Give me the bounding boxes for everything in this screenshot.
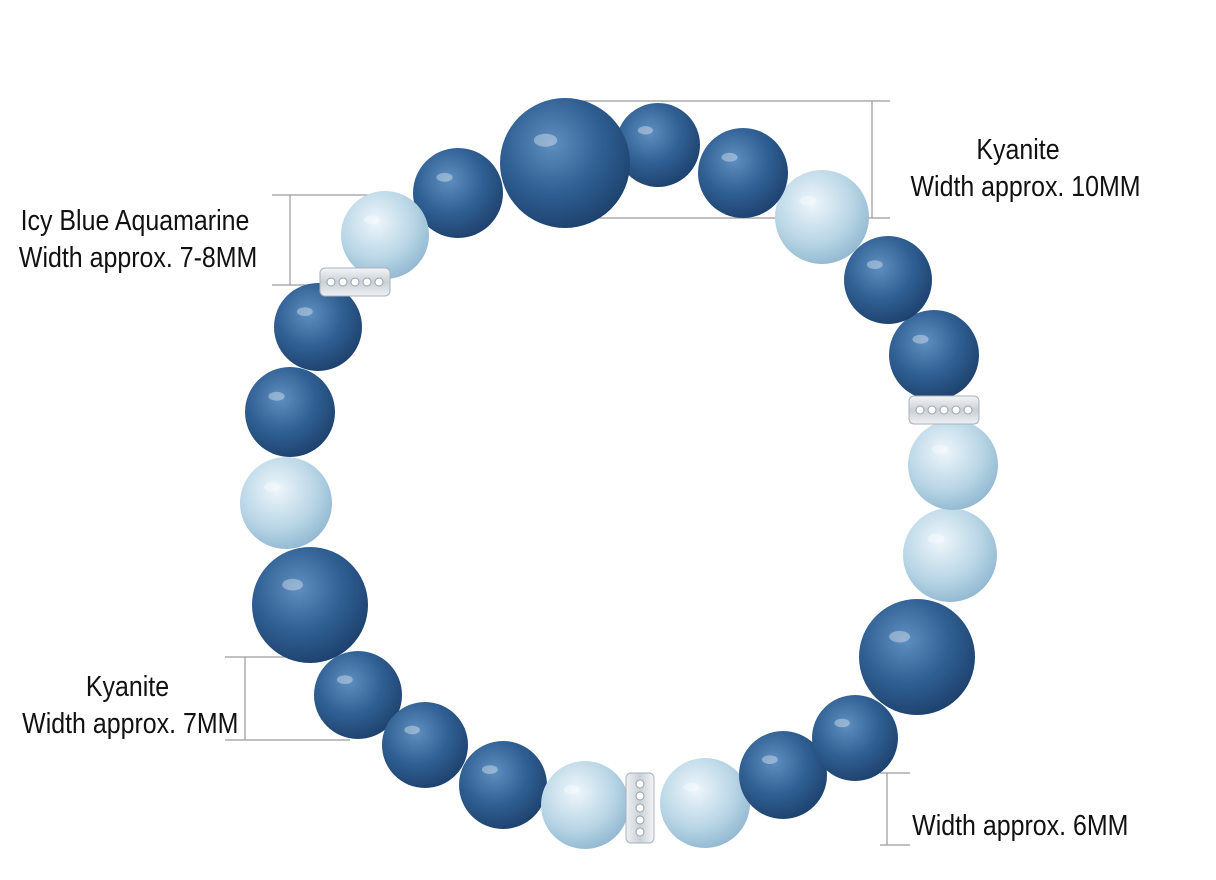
- kyanite-bead: [698, 128, 788, 218]
- bead-highlight: [481, 765, 498, 774]
- bead-highlight: [263, 482, 281, 492]
- rhinestone: [350, 277, 360, 287]
- bead-highlight: [931, 444, 948, 454]
- kyanite-bead: [245, 367, 335, 457]
- bead-highlight: [912, 334, 929, 344]
- kyanite-bead: [252, 547, 368, 663]
- kyanite-bead: [459, 741, 547, 829]
- aquamarine-bead: [908, 420, 998, 510]
- rhinestone-spacer: [319, 267, 391, 297]
- rhinestone: [927, 405, 937, 415]
- rhinestone: [915, 405, 925, 415]
- bead-highlight: [927, 533, 945, 544]
- label-name: Icy Blue Aquamarine: [20, 205, 250, 237]
- bead-highlight: [533, 133, 558, 147]
- rhinestone: [635, 815, 645, 825]
- label-size: Width approx. 10MM: [910, 171, 1141, 203]
- kyanite-bead: [812, 695, 898, 781]
- label-size: Width approx. 7-8MM: [18, 242, 258, 274]
- bead-highlight: [563, 785, 580, 794]
- kyanite-bead: [500, 98, 630, 228]
- aquamarine-bead: [903, 508, 997, 602]
- bead-highlight: [436, 172, 453, 182]
- aquamarine-bead: [775, 170, 869, 264]
- rhinestone: [374, 277, 384, 287]
- aquamarine-bead: [541, 761, 629, 849]
- kyanite-bead: [739, 731, 827, 819]
- rhinestone: [326, 277, 336, 287]
- rhinestone: [635, 791, 645, 801]
- rhinestone: [635, 827, 645, 837]
- aquamarine-bead: [341, 191, 429, 279]
- bead-highlight: [889, 630, 911, 643]
- kyanite-bead: [382, 702, 468, 788]
- beads: [240, 98, 998, 849]
- aquamarine-bead: [240, 457, 332, 549]
- kyanite-bead: [859, 599, 975, 715]
- rhinestone: [635, 803, 645, 813]
- kyanite-bead: [844, 236, 932, 324]
- bead-highlight: [336, 675, 353, 684]
- aquamarine-bead: [660, 758, 750, 848]
- bead-highlight: [761, 755, 778, 764]
- rhinestone: [951, 405, 961, 415]
- label-kyanite-7mm: Kyanite Width approx. 7MM: [22, 669, 239, 743]
- rhinestone-spacer: [908, 395, 980, 425]
- rhinestone: [939, 405, 949, 415]
- kyanite-bead: [616, 103, 700, 187]
- kyanite-bead: [889, 310, 979, 400]
- bead-highlight: [282, 578, 304, 591]
- label-aquamarine-7-8mm: Icy Blue Aquamarine Width approx. 7-8MM: [18, 203, 258, 277]
- kyanite-bead: [274, 283, 362, 371]
- bead-highlight: [404, 725, 420, 735]
- rhinestone: [362, 277, 372, 287]
- bead-highlight: [721, 152, 738, 162]
- bead-highlight: [363, 215, 380, 225]
- label-size: Width approx. 7MM: [22, 708, 239, 740]
- rhinestone-spacer: [625, 772, 655, 844]
- rhinestone: [635, 779, 645, 789]
- bead-highlight: [296, 307, 313, 316]
- bead-highlight: [866, 260, 883, 269]
- rhinestone: [963, 405, 973, 415]
- label-name: Kyanite: [85, 671, 170, 703]
- label-6mm: Width approx. 6MM: [912, 808, 1129, 845]
- bead-highlight: [683, 782, 700, 792]
- label-size: Width approx. 6MM: [912, 810, 1129, 842]
- rhinestone: [338, 277, 348, 287]
- label-kyanite-10mm: Kyanite Width approx. 10MM: [910, 132, 1141, 206]
- label-name: Kyanite: [976, 134, 1060, 166]
- bead-highlight: [799, 195, 817, 206]
- bead-highlight: [834, 718, 850, 728]
- bead-highlight: [637, 126, 653, 135]
- kyanite-bead: [314, 651, 402, 739]
- kyanite-bead: [413, 148, 503, 238]
- bead-highlight: [268, 391, 285, 401]
